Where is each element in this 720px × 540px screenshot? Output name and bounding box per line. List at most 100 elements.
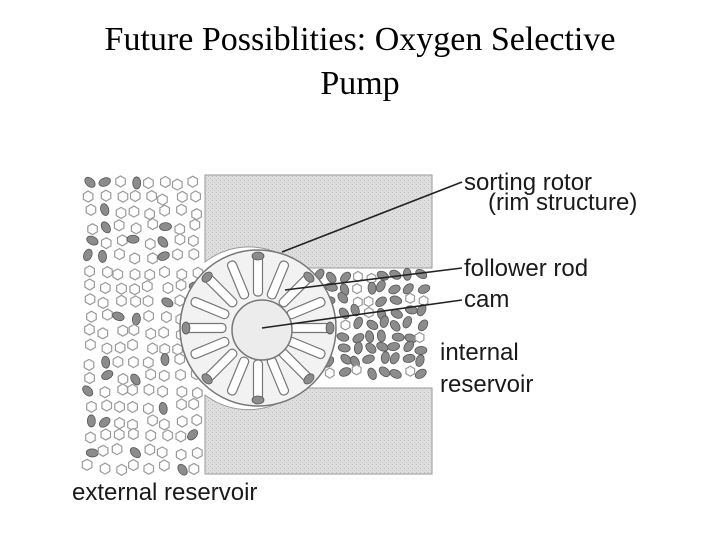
molecule bbox=[158, 326, 169, 339]
oxygen-molecule bbox=[366, 319, 379, 330]
oxygen-molecule bbox=[101, 370, 114, 380]
follower-rod bbox=[226, 356, 250, 396]
molecule bbox=[115, 175, 126, 188]
oxygen-molecule bbox=[98, 417, 111, 428]
molecule bbox=[100, 428, 112, 441]
oxygen-molecule bbox=[415, 354, 425, 367]
oxygen-molecule bbox=[389, 269, 402, 280]
oxygen-molecule bbox=[352, 333, 365, 344]
oxygen-molecule bbox=[375, 280, 386, 293]
leader-lines bbox=[261, 181, 463, 329]
oxygen-molecule bbox=[353, 341, 363, 355]
molecule bbox=[87, 223, 98, 236]
oxygen-molecule bbox=[82, 385, 94, 397]
molecule bbox=[143, 383, 155, 396]
follower-rod bbox=[190, 336, 230, 360]
molecule bbox=[158, 369, 170, 382]
oxygen-molecule bbox=[353, 316, 363, 329]
oxygen-molecule bbox=[376, 270, 389, 281]
molecule bbox=[86, 310, 97, 323]
oxygen-molecule bbox=[350, 303, 360, 317]
molecule bbox=[117, 190, 129, 203]
title-line-2: Pump bbox=[320, 65, 400, 102]
oxygen-molecule bbox=[339, 367, 352, 377]
molecule bbox=[405, 365, 416, 377]
molecule bbox=[159, 343, 171, 356]
molecule bbox=[174, 223, 186, 236]
follower-rod-leader bbox=[284, 267, 463, 291]
molecule bbox=[175, 430, 187, 443]
molecule bbox=[100, 237, 112, 250]
binding-site bbox=[303, 271, 315, 283]
molecule bbox=[115, 206, 127, 220]
molecule bbox=[324, 367, 335, 379]
oxygen-molecule bbox=[130, 373, 141, 386]
oxygen-molecule bbox=[402, 283, 414, 295]
molecule bbox=[130, 222, 142, 235]
molecule bbox=[114, 341, 126, 354]
molecule bbox=[84, 293, 96, 306]
oxygen-molecule bbox=[100, 203, 110, 216]
oxygen-molecule bbox=[85, 448, 99, 458]
molecule bbox=[117, 324, 129, 337]
molecule bbox=[116, 294, 127, 307]
molecule bbox=[84, 265, 96, 278]
molecule bbox=[187, 175, 199, 188]
molecule bbox=[176, 398, 187, 411]
molecule bbox=[144, 268, 156, 281]
molecule bbox=[189, 218, 201, 231]
label-sorting-rotor: sorting rotor bbox=[464, 169, 592, 196]
label-reservoir: reservoir bbox=[440, 371, 533, 398]
oxygen-molecule bbox=[157, 251, 170, 261]
lower-wall bbox=[204, 387, 433, 475]
oxygen-molecule bbox=[340, 353, 352, 365]
molecule bbox=[102, 266, 113, 279]
molecule bbox=[114, 400, 126, 413]
binding-site bbox=[181, 321, 191, 335]
molecule bbox=[176, 415, 188, 428]
molecule bbox=[117, 372, 129, 386]
molecule bbox=[174, 352, 186, 366]
oxygen-molecule bbox=[326, 271, 337, 284]
binding-site bbox=[201, 373, 213, 385]
diagram-labels: sorting rotor (rim structure) follower r… bbox=[72, 169, 637, 506]
molecule bbox=[142, 356, 154, 369]
molecule bbox=[145, 327, 157, 340]
oxygen-molecule bbox=[365, 342, 377, 354]
sorting-rotor bbox=[179, 249, 337, 407]
molecule bbox=[188, 248, 200, 261]
molecule bbox=[352, 283, 362, 295]
molecule bbox=[97, 327, 109, 340]
molecule bbox=[116, 463, 128, 476]
molecule bbox=[141, 280, 153, 293]
molecule bbox=[171, 178, 183, 191]
molecule bbox=[114, 247, 125, 261]
cam-leader bbox=[261, 299, 463, 329]
molecule bbox=[99, 281, 111, 295]
molecule bbox=[146, 189, 157, 203]
molecule bbox=[128, 427, 139, 441]
oxygen-molecule bbox=[112, 311, 125, 322]
oxygen-molecule bbox=[376, 341, 389, 352]
molecule bbox=[127, 338, 138, 351]
oxygen-molecule bbox=[126, 234, 140, 244]
molecule bbox=[162, 281, 174, 295]
molecule bbox=[340, 319, 351, 331]
molecule bbox=[84, 371, 96, 385]
molecule bbox=[130, 295, 141, 308]
molecule bbox=[414, 331, 425, 344]
oxygen-molecule bbox=[417, 284, 431, 294]
oxygen-molecule bbox=[86, 414, 96, 428]
molecule bbox=[114, 417, 125, 430]
follower-rod bbox=[226, 260, 250, 300]
rotor-binding-sites bbox=[181, 251, 335, 405]
label-follower-rod: follower rod bbox=[464, 255, 588, 282]
molecule bbox=[113, 428, 125, 441]
oxygen-molecule bbox=[380, 351, 390, 364]
oxygen-molecule bbox=[132, 176, 142, 190]
external-reservoir-molecules bbox=[81, 175, 204, 476]
cam bbox=[231, 299, 293, 361]
molecule bbox=[143, 402, 154, 415]
molecule bbox=[175, 448, 187, 461]
